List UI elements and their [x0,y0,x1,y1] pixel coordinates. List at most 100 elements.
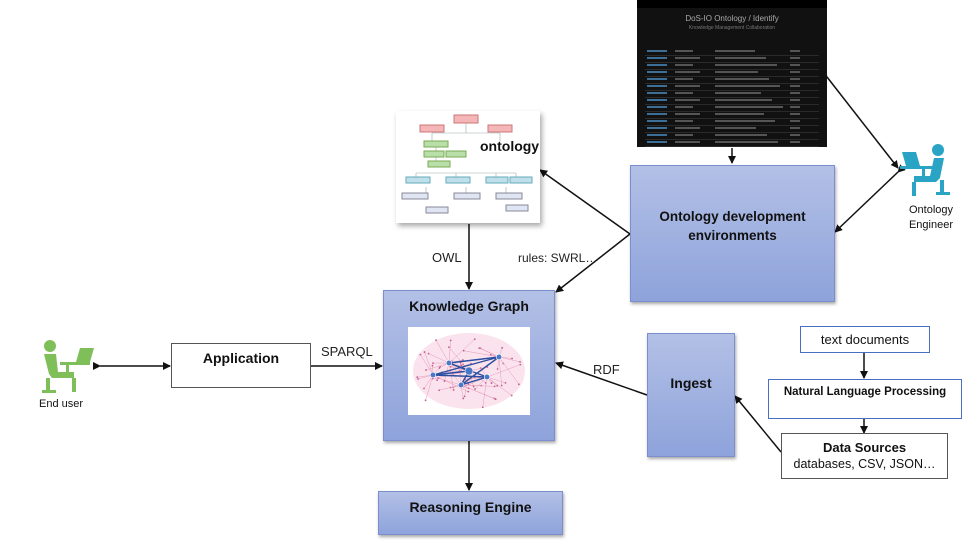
graph-hub-node [457,381,465,389]
reasoning-engine-box[interactable]: Reasoning Engine [378,491,563,535]
graph-edge [439,384,462,391]
screenshot-table [645,49,819,147]
text-documents-box[interactable]: text documents [800,326,930,353]
ontology-label: ontology [480,138,540,154]
graph-leaf [448,346,450,349]
graph-leaf [496,384,499,387]
graph-edge [432,374,469,392]
reasoning-engine-label: Reasoning Engine [409,499,532,515]
graph-hub-edge [432,370,470,376]
graph-hub-node [464,366,474,376]
graph-leaf [500,384,503,387]
screenshot-row [645,84,819,91]
screenshot-row [645,140,819,147]
graph-hub-node [445,359,453,367]
graph-leaf [452,389,455,391]
graph-edge [448,340,451,364]
edge-engineer-ode [834,164,906,233]
graph-hub-node [495,353,503,361]
graph-edge [448,347,470,372]
graph-edge [428,353,450,364]
ontology-engineer-icon [900,144,950,196]
text-documents-label: text documents [820,332,910,347]
graph-leaf [461,359,464,361]
graph-edge [435,340,450,364]
ontology-engineer-label: Ontology Engineer [908,204,954,231]
ontology-tree-graphic [401,114,533,214]
graph-edge [444,362,450,382]
graph-leaf [511,357,513,360]
knowledge-graph-box[interactable]: Knowledge Graph [383,290,555,441]
graph-leaf [431,377,434,380]
edge-label-rdf: RDF [593,362,620,377]
graph-leaf [435,339,437,342]
graph-hub-edge [432,374,488,378]
nlp-label: Natural Language Processing [783,386,947,398]
graph-leaf [438,367,441,369]
graph-leaf [496,368,499,370]
graph-hub-edge [460,356,500,386]
graph-edge [486,376,506,384]
ontology-dev-env-label: Ontology development environments [659,209,806,243]
graph-leaf [493,385,496,388]
graph-hub-node [483,373,491,381]
application-label: Application [202,350,280,366]
screenshot-row [645,91,819,98]
graph-edge [420,354,434,376]
ontology-engineer-actor [896,140,958,200]
ingest-box[interactable]: Ingest [647,333,735,457]
ontology-image [396,111,540,223]
graph-hub-edge [432,356,500,376]
graph-edge [448,362,454,391]
graph-leaf [467,387,470,390]
data-sources-box[interactable]: Data Sources databases, CSV, JSON… [781,433,948,479]
edge-ode-kg [555,233,631,293]
graph-leaf [490,382,493,384]
graph-edge [448,338,475,364]
graph-leaf [518,383,520,386]
edge-datasources-ingest [734,395,782,453]
graph-edge [498,356,502,386]
edge-label-sparql: SPARQL [321,344,373,359]
data-sources-title: Data Sources [822,440,907,455]
screenshot-row [645,112,819,119]
screenshot-title: DoS-IO Ontology / Identify [685,14,779,23]
graph-hub-edge [448,356,500,364]
graph-edge [486,376,512,396]
edge-label-owl: OWL [432,250,462,265]
graph-leaf [519,360,521,363]
graph-leaf [467,390,470,393]
graph-leaf [510,394,513,397]
network-graph-graphic [413,333,525,409]
graph-hub-edge [460,376,488,386]
screenshot-row [645,49,819,56]
data-sources-subtitle: databases, CSV, JSON… [793,457,936,471]
graph-leaf [416,376,419,379]
application-box[interactable]: Application [171,343,311,388]
graph-leaf [460,364,463,367]
graph-leaf [449,339,452,342]
graph-edge [448,362,469,385]
graph-leaf [462,397,465,400]
ontology-dev-env-box[interactable]: Ontology development environments [630,165,835,302]
knowledge-graph-label: Knowledge Graph [409,298,529,314]
graph-edge [498,356,520,385]
graph-edge [425,362,450,371]
end-user-label: End user [38,398,84,410]
graph-edge [482,376,488,408]
edge-screenshot-engineer [819,69,899,169]
graph-leaf [423,387,425,390]
graph-leaf [424,399,427,402]
graph-edge [424,351,434,376]
graph-leaf [423,351,426,353]
graph-leaf [462,349,465,352]
nlp-box[interactable]: Natural Language Processing [768,379,962,419]
knowledge-graph-image [408,327,530,415]
graph-leaf [474,388,477,390]
graph-leaf [432,362,434,365]
graph-leaf [494,398,497,401]
screenshot-row [645,133,819,140]
graph-leaf [438,389,441,392]
screenshot-row [645,77,819,84]
